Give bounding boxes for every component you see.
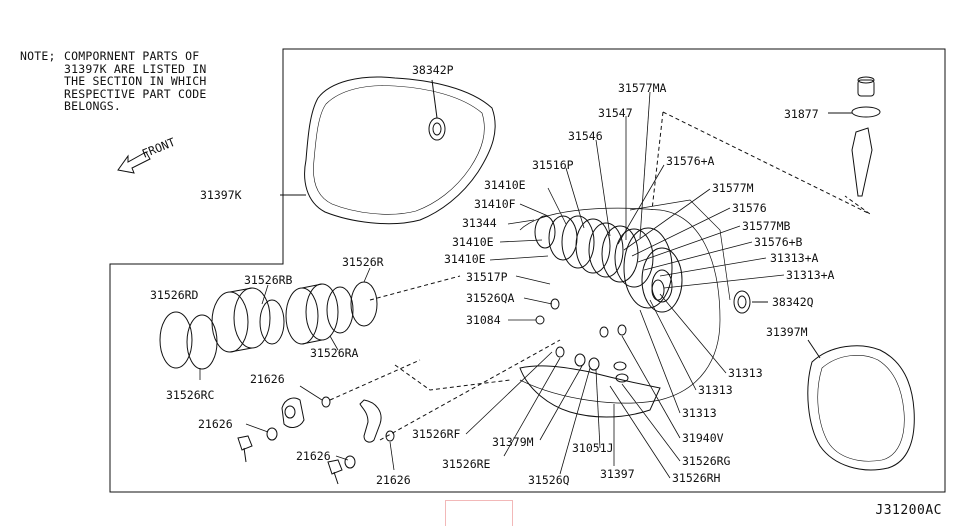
- label-31526RF: 31526RF: [412, 427, 461, 441]
- note-line-4: RESPECTIVE PART CODE: [64, 86, 207, 101]
- label-21626-c: 21626: [296, 449, 331, 463]
- label-31526Q: 31526Q: [528, 473, 570, 487]
- label-31517P: 31517P: [466, 270, 508, 284]
- piston-31526RB: [211, 287, 271, 353]
- label-31397: 31397: [600, 467, 635, 481]
- label-31526RD: 31526RD: [150, 288, 199, 302]
- piston-2: [285, 283, 339, 345]
- note-prefix: NOTE;: [20, 49, 56, 63]
- label-31313A-b: 31313+A: [786, 268, 835, 282]
- note-line-2: 31397K ARE LISTED IN: [64, 61, 207, 76]
- clutch-pack: [534, 215, 683, 313]
- label-31576A-a: 31576+A: [666, 154, 715, 168]
- label-38342Q: 38342Q: [772, 295, 814, 309]
- label-31526RC: 31526RC: [166, 388, 215, 402]
- label-31344: 31344: [462, 216, 497, 230]
- label-31526RB: 31526RB: [244, 273, 293, 287]
- label-31526RH: 31526RH: [672, 471, 721, 485]
- label-31576B: 31576+B: [754, 235, 803, 249]
- label-31526RE: 31526RE: [442, 457, 491, 471]
- label-31526QA: 31526QA: [466, 291, 515, 305]
- ring-31526R: [350, 281, 378, 327]
- label-31410E-b: 31410E: [452, 235, 494, 249]
- label-31397K: 31397K: [200, 188, 242, 202]
- case-gasket-31397K: [304, 76, 496, 225]
- cover-31397M: [807, 345, 915, 471]
- watermark-stamp: [445, 500, 513, 526]
- front-label: FRONT: [140, 135, 177, 161]
- label-31547: 31547: [598, 106, 633, 120]
- label-31397M: 31397M: [766, 325, 808, 339]
- dipstick-31877: [828, 76, 881, 197]
- seal-38342P: [428, 117, 446, 141]
- label-21626-b: 21626: [198, 417, 233, 431]
- label-31577MA: 31577MA: [618, 81, 667, 95]
- label-31877: 31877: [784, 107, 819, 121]
- label-31577M: 31577M: [712, 181, 754, 195]
- part-labels: 38342P 31397K 31577MA 31547 31546 31516P…: [140, 63, 835, 487]
- label-31576: 31576: [732, 201, 767, 215]
- note-line-1: COMPORNENT PARTS OF: [64, 49, 200, 63]
- label-31526RA: 31526RA: [310, 346, 359, 360]
- label-31084: 31084: [466, 313, 501, 327]
- frame-outline: [109, 48, 946, 493]
- ring-31526RA-b: [326, 286, 354, 334]
- leader-lines: [199, 91, 785, 479]
- label-31051J: 31051J: [572, 441, 614, 455]
- note-line-5: BELONGS.: [64, 99, 121, 113]
- label-21626-d: 21626: [376, 473, 411, 487]
- label-31526RG: 31526RG: [682, 454, 731, 468]
- ring-31526RA: [259, 299, 285, 345]
- label-31526R: 31526R: [342, 255, 384, 269]
- oil-pan-gasket: [519, 365, 661, 418]
- label-31940V: 31940V: [682, 431, 724, 445]
- note-line-3: THE SECTION IN WHICH: [64, 74, 207, 88]
- front-arrow: [117, 151, 151, 174]
- label-31410E-a: 31410E: [484, 178, 526, 192]
- label-31516P: 31516P: [532, 158, 574, 172]
- diagram-code: J31200AC: [875, 503, 942, 518]
- label-31410F: 31410F: [474, 197, 516, 211]
- label-21626-a: 21626: [250, 372, 285, 386]
- label-31313-b: 31313: [698, 383, 733, 397]
- seal-38342Q: [733, 290, 751, 314]
- oil-pipes: [237, 396, 395, 485]
- label-31313-c: 31313: [682, 406, 717, 420]
- label-31313-a: 31313: [728, 366, 763, 380]
- label-31546: 31546: [568, 129, 603, 143]
- note-block: NOTE; COMPORNENT PARTS OF 31397K ARE LIS…: [20, 50, 250, 113]
- label-31410E-c: 31410E: [444, 252, 486, 266]
- label-31577MB: 31577MB: [742, 219, 791, 233]
- label-31379M: 31379M: [492, 435, 534, 449]
- ring-31526RD: [159, 311, 193, 369]
- label-38342P: 38342P: [412, 63, 454, 77]
- label-31313A-a: 31313+A: [770, 251, 819, 265]
